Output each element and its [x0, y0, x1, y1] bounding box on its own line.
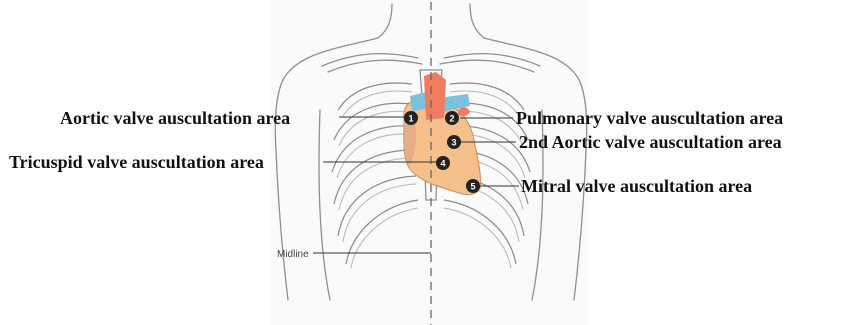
marker-5: 5 — [466, 179, 480, 193]
midline-label: Midline — [277, 249, 309, 260]
svg-text:1: 1 — [408, 114, 413, 124]
aorta — [424, 72, 446, 120]
aortic2-label: 2nd Aortic valve auscultation area — [519, 132, 782, 152]
svg-text:5: 5 — [470, 182, 475, 192]
svg-text:2: 2 — [449, 114, 454, 124]
svg-text:4: 4 — [440, 159, 445, 169]
svg-text:3: 3 — [451, 138, 456, 148]
pulmonary-label: Pulmonary valve auscultation area — [516, 108, 783, 128]
aortic-label: Aortic valve auscultation area — [60, 108, 290, 128]
mitral-label: Mitral valve auscultation area — [521, 176, 752, 196]
marker-4: 4 — [436, 156, 450, 170]
marker-1: 1 — [404, 111, 418, 125]
marker-3: 3 — [447, 135, 461, 149]
marker-2: 2 — [445, 111, 459, 125]
tricuspid-label: Tricuspid valve auscultation area — [9, 152, 264, 172]
